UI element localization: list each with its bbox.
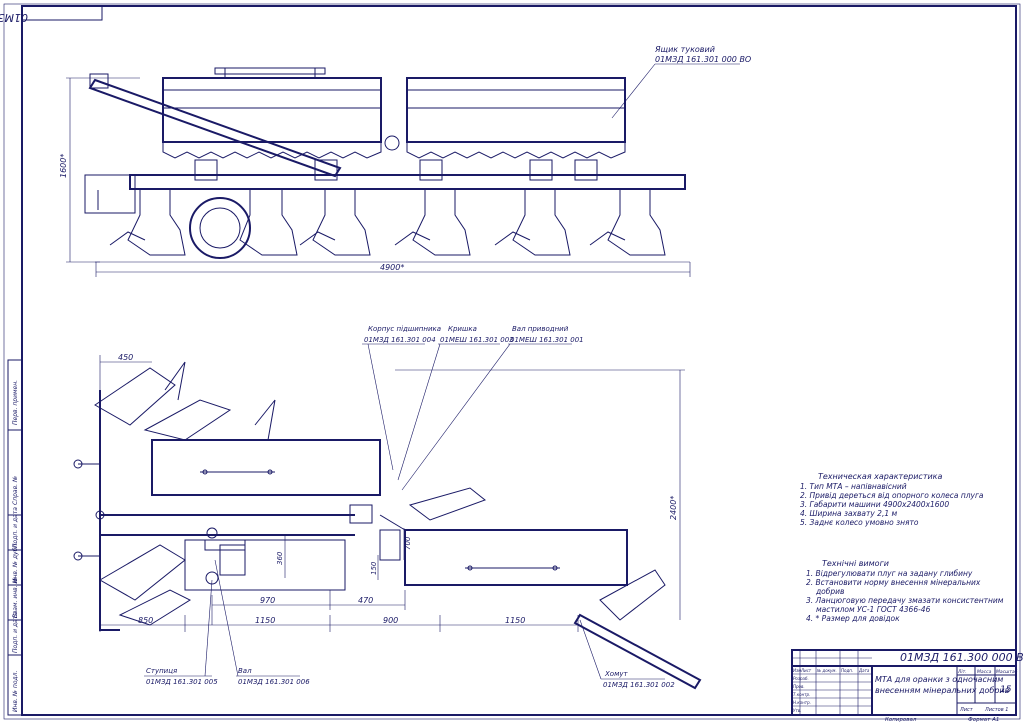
side-view: 1600* 4900* Ящик туковий 01МЗД 161.301 0… <box>59 45 751 277</box>
left-strip: Перв. примен. Справ. № Подп. и дата Инв.… <box>7 359 23 716</box>
requirement-2: 2. Встановити норму внесення мінеральних <box>806 578 981 587</box>
tech-spec-3: 3. Габарити машини 4900х2400х1600 <box>800 500 949 509</box>
dim-700: 700 <box>404 536 412 550</box>
requirement-4: 4. * Размер для довідок <box>806 614 900 623</box>
plan-hopper-left <box>151 439 381 496</box>
title-name-2: внесенням мінеральних добрив <box>875 686 1010 695</box>
label-bearing-housing-code: 01МЗД 161.301 004 <box>364 336 436 344</box>
col-scale: Масштаб <box>996 669 1018 675</box>
label-hub-code: 01МЗД 161.301 005 <box>146 678 218 686</box>
tech-specs-title: Техническая характеристика <box>818 472 943 481</box>
copied-label: Копировал <box>885 717 917 723</box>
strip-label-6: Подп. и дата <box>12 612 19 653</box>
label-hub: Ступиця <box>146 667 177 675</box>
col-mass: Масса <box>977 669 992 675</box>
tech-spec-4: 4. Ширина захвату 2,1 м <box>800 509 897 518</box>
scale-value: 15 <box>1000 685 1012 695</box>
plan-hopper-right <box>404 529 628 586</box>
label-drive-shaft: Вал приводний <box>512 325 569 333</box>
hopper-left <box>162 77 382 143</box>
label-drive-shaft-code: 01МЕШ 161.301 001 <box>510 336 584 344</box>
format-label: Формат А1 <box>968 717 999 723</box>
tech-spec-2: 2. Привід дереться від опорного колеса п… <box>800 491 984 500</box>
sheets-label: Листов 1 <box>984 707 1008 713</box>
label-bearing-housing: Корпус підшипника <box>368 325 441 333</box>
requirement-2b: добрив <box>815 587 844 596</box>
col-lit: Літ. <box>957 669 967 675</box>
dim-height: 1600* <box>59 154 68 178</box>
plan-view: 450 2400* 360 150 700 970 470 850 1150 9… <box>73 325 702 690</box>
dim-470: 470 <box>358 596 373 605</box>
strip-label-2: Справ. № <box>12 476 19 505</box>
dim-900: 900 <box>383 616 398 625</box>
side-frame <box>129 174 686 190</box>
sheet-label: Лист <box>959 707 974 713</box>
requirement-3b: мастилом УС-1 ГОСТ 4366-46 <box>816 605 931 614</box>
dim-1150b: 1150 <box>505 616 525 625</box>
strip-label-1: Перв. примен. <box>12 380 19 425</box>
title-code: 01МЗД 161.300 000 ВО <box>900 651 1024 664</box>
row-label-izm: Изм <box>793 668 801 673</box>
row-label-sign: Подп. <box>841 668 853 673</box>
dim-length: 4900* <box>380 263 404 272</box>
requirements-title: Технічні вимоги <box>822 559 889 568</box>
requirements: Технічні вимоги 1. Відрегулювати плуг на… <box>806 559 1004 623</box>
requirement-1: 1. Відрегулювати плуг на задану глибину <box>806 569 973 578</box>
dim-150: 150 <box>370 561 378 575</box>
dim-2400: 2400* <box>669 496 678 520</box>
row-label-list: Лист <box>800 668 812 673</box>
hopper-label: Ящик туковий <box>654 45 715 54</box>
tech-specs: Техническая характеристика 1. Тип МТА – … <box>800 472 984 527</box>
label-clamp: Хомут <box>604 670 629 678</box>
dim-360: 360 <box>276 551 284 565</box>
rotated-code: 01МЗД 161300 000 ВО <box>0 11 28 24</box>
tech-spec-1: 1. Тип МТА – напівнавісний <box>800 482 907 491</box>
role-utv: Утв. <box>793 708 801 713</box>
sheet-outer-frame <box>3 3 1021 720</box>
row-label-doc: № докум. <box>816 668 837 673</box>
label-clamp-code: 01МЗД 161.301 002 <box>603 681 675 689</box>
strip-label-7: Инв. № подл. <box>12 671 19 712</box>
label-shaft: Вал <box>238 667 252 675</box>
role-prov: Пров. <box>793 684 805 689</box>
dim-970: 970 <box>260 596 275 605</box>
strip-label-4: Инв. № дубл. <box>12 542 19 583</box>
dim-850: 850 <box>138 616 153 625</box>
title-name-1: МТА для оранки з одночасним <box>875 675 1003 684</box>
title-block: 01МЗД 161.300 000 ВО МТА для оранки з од… <box>791 649 1024 723</box>
requirement-3: 3. Ланцюговую передачу змазати консистен… <box>806 596 1004 605</box>
role-nkontr: Н.контр. <box>793 700 811 705</box>
dim-450: 450 <box>118 353 133 362</box>
role-tkontr: Т.контр. <box>793 692 810 697</box>
label-cover: Кришка <box>448 325 477 333</box>
hopper-label-code: 01МЗД 161.301 000 ВО <box>655 55 751 64</box>
rotated-code-box <box>21 5 103 21</box>
label-cover-code: 01МЕШ 161.301 003 <box>440 336 514 344</box>
strip-label-5: Взам. инв. № <box>12 577 19 618</box>
hopper-right <box>406 77 626 143</box>
row-label-date: Дата <box>858 668 870 673</box>
strip-label-3: Подп. и дата <box>12 507 19 548</box>
label-shaft-code: 01МЗД 161.301 006 <box>238 678 310 686</box>
support-wheel <box>189 197 251 259</box>
tech-spec-5: 5. Заднє колесо умовно знято <box>800 518 919 527</box>
role-razrab: Розраб. <box>793 676 809 681</box>
dim-1150a: 1150 <box>255 616 275 625</box>
